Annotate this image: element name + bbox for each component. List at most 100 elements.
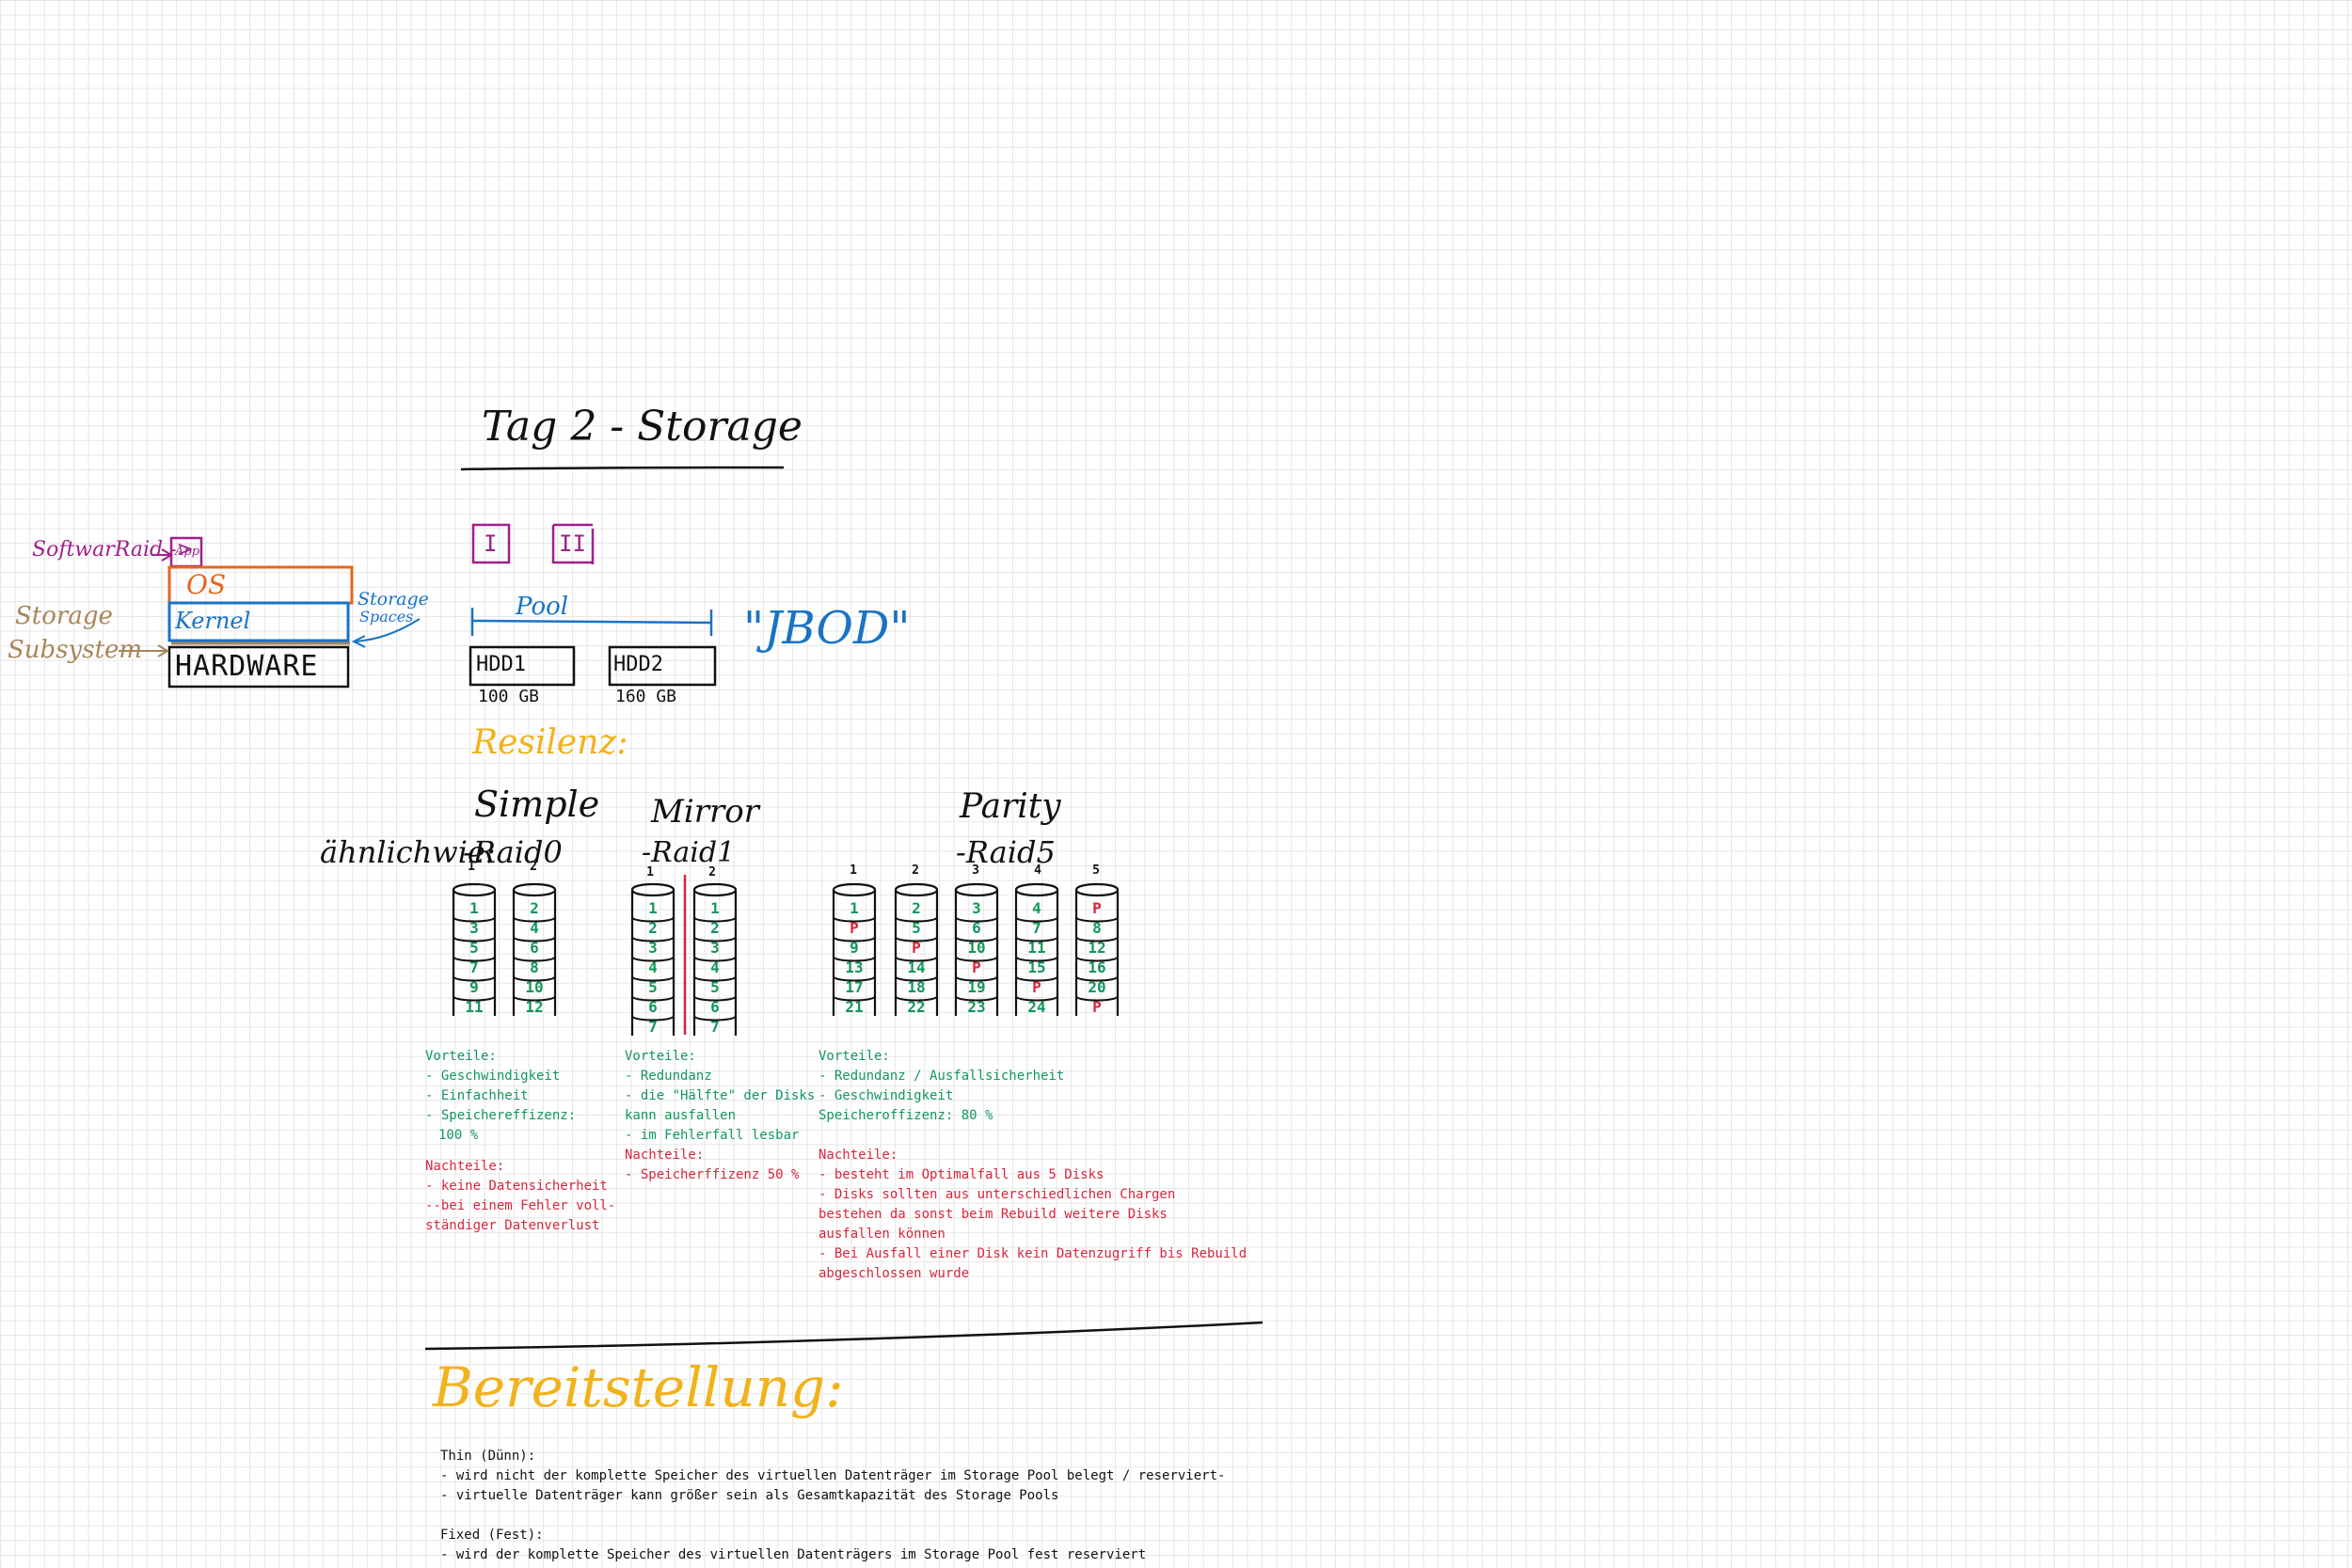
os-label: OS: [186, 569, 227, 600]
mirror-disk-2-cell: 3: [710, 939, 720, 957]
parity-disk-3-segment-line: [955, 956, 998, 962]
parity-disk-2-cell: 22: [907, 998, 926, 1016]
parity-disk-5-cell: P: [1092, 899, 1102, 917]
parity-disk-4-cell: 24: [1027, 998, 1046, 1016]
simple-disk-1-cell: 7: [469, 958, 479, 976]
hdd1-box: [469, 645, 576, 687]
parity-disk-1-cell: P: [850, 919, 859, 937]
parity-disk-4-segment-line: [1015, 956, 1058, 962]
nachteil-item: - Disks sollten aus unterschiedlichen Ch…: [818, 1187, 1176, 1202]
parity-disk-4-segment-line: [1015, 975, 1058, 982]
parity-disk-number: 3: [972, 863, 979, 878]
simple-disk-1-segment-line: [453, 975, 496, 982]
parity-disk-5-outline: [1074, 882, 1120, 1016]
parity-disk-3-cell: 10: [967, 939, 986, 957]
vorteil-item: - Geschwindigkeit: [425, 1069, 561, 1084]
storage-spaces-label-2: Spaces: [359, 608, 414, 626]
parity-disk-4-cell: 7: [1032, 919, 1041, 937]
parity-disk-3-cell: 3: [972, 899, 981, 917]
parity-disk-3-cell: P: [972, 958, 981, 976]
hdd2-name: HDD2: [613, 653, 663, 676]
parity-disk-3-cell: 6: [972, 919, 981, 937]
vorteil-item: - Einfachheit: [425, 1088, 529, 1103]
thin-item: - virtuelle Datenträger kann größer sein…: [440, 1488, 1059, 1503]
simple-disk-1-cell: 5: [469, 939, 479, 957]
parity-disk-4-cell: 4: [1032, 899, 1041, 917]
nachteile-heading: Nachteile:: [818, 1148, 898, 1163]
parity-disk-number: 4: [1034, 863, 1041, 878]
storage-spaces-label-1: Storage: [358, 589, 429, 610]
parity-disk-2-segment-line: [895, 916, 938, 923]
mirror-disk-number: 2: [708, 865, 716, 879]
mirror-disk-1-segment-line: [631, 1015, 675, 1022]
page-title: Tag 2 - Storage: [482, 403, 803, 451]
simple-disk-2-segment-line: [513, 975, 556, 982]
mirror-disk-2-segment-line: [693, 916, 737, 923]
jbod-label: "JBOD": [743, 602, 911, 655]
parity-disk-2-segment-line: [895, 936, 938, 942]
parity-disk-1-segment-line: [833, 975, 876, 982]
parity-disk-5-segment-line: [1075, 956, 1119, 962]
parity-disk-number: 2: [912, 863, 919, 878]
nachteil-item: - besteht im Optimalfall aus 5 Disks: [818, 1167, 1104, 1182]
nachteil-item: - Bei Ausfall einer Disk kein Datenzugri…: [818, 1246, 1248, 1261]
simple-disk-number: 2: [530, 860, 537, 874]
mirror-disk-1-cell: 4: [648, 958, 658, 976]
hardware-box: [167, 645, 350, 689]
mirror-disk-2-segment-line: [693, 975, 737, 982]
vorteile-heading: Vorteile:: [625, 1049, 696, 1064]
mirror-disk-1-cell: 2: [648, 919, 658, 937]
vorteil-item: - Redundanz / Ausfallsicherheit: [818, 1069, 1065, 1084]
simple-notes: Vorteile: - Geschwindigkeit - Einfachhei…: [425, 1047, 615, 1236]
nachteil-item: - keine Datensicherheit: [425, 1179, 608, 1194]
aehnlich-label: ähnlichwie:: [320, 834, 496, 870]
mirror-disk-number: 1: [646, 865, 654, 879]
nachteil-item: --bei einem Fehler voll-: [425, 1198, 616, 1213]
simple-disk-1-cell: 11: [465, 998, 484, 1016]
simple-disk-1-cell: 9: [469, 978, 479, 996]
simple-disk-2-outline: [512, 882, 557, 1016]
parity-disk-5-cell: 12: [1088, 939, 1106, 957]
parity-raid: -Raid5: [956, 834, 1056, 870]
simple-title: Simple: [474, 784, 600, 825]
nachteile-heading: Nachteile:: [425, 1159, 505, 1174]
parity-disk-2-cell: 14: [907, 958, 926, 976]
simple-disk-1-outline: [452, 882, 497, 1016]
nachteil-item: ausfallen können: [818, 1227, 946, 1242]
kernel-label: Kernel: [175, 608, 251, 634]
mirror-disk-1-cell: 3: [648, 939, 658, 957]
subsystem-arrow: [119, 644, 169, 657]
mirror-disk-2-segment-line: [693, 995, 737, 1002]
vorteil-item: - im Fehlerfall lesbar: [625, 1128, 800, 1143]
parity-notes: Vorteile: - Redundanz / Ausfallsicherhei…: [818, 1047, 1247, 1284]
bereitstellung-notes: Thin (Dünn): - wird nicht der komplette …: [440, 1447, 1225, 1565]
hdd2-box: [608, 645, 717, 687]
parity-disk-4-cell: P: [1032, 978, 1041, 996]
vorteil-item: - Redundanz: [625, 1069, 712, 1084]
simple-disk-1-segment-line: [453, 916, 496, 923]
vorteil-item: - die "Hälfte" der Disks: [625, 1088, 816, 1103]
parity-disk-1-cell: 17: [845, 978, 864, 996]
storage-subsystem-label-1: Storage: [15, 602, 113, 630]
parity-disk-5-segment-line: [1075, 995, 1119, 1002]
mirror-disk-1-segment-line: [631, 995, 675, 1002]
parity-disk-4-outline: [1014, 882, 1059, 1016]
parity-disk-5-segment-line: [1075, 916, 1119, 923]
storage-subsystem-label-2: Subsystem: [8, 636, 143, 664]
parity-disk-2-segment-line: [895, 956, 938, 962]
parity-disk-1-outline: [832, 882, 877, 1016]
parity-disk-5-segment-line: [1075, 975, 1119, 982]
parity-disk-1-segment-line: [833, 936, 876, 942]
nachteil-item: - Speicherffizenz 50 %: [625, 1167, 800, 1182]
kernel-box: [167, 601, 350, 642]
mirror-disk-1-cell: 5: [648, 978, 658, 996]
roman-box-2: [551, 523, 595, 564]
simple-disk-number: 1: [468, 860, 475, 874]
mirror-disk-1-segment-line: [631, 936, 675, 942]
parity-disk-3-segment-line: [955, 916, 998, 923]
simple-disk-2-cell: 4: [530, 919, 539, 937]
bereitstellung-heading: Bereitstellung:: [433, 1355, 844, 1419]
parity-disk-2-segment-line: [895, 995, 938, 1002]
vorteil-item: - Speichereffizenz:: [425, 1108, 577, 1123]
nachteile-heading: Nachteile:: [625, 1148, 705, 1163]
